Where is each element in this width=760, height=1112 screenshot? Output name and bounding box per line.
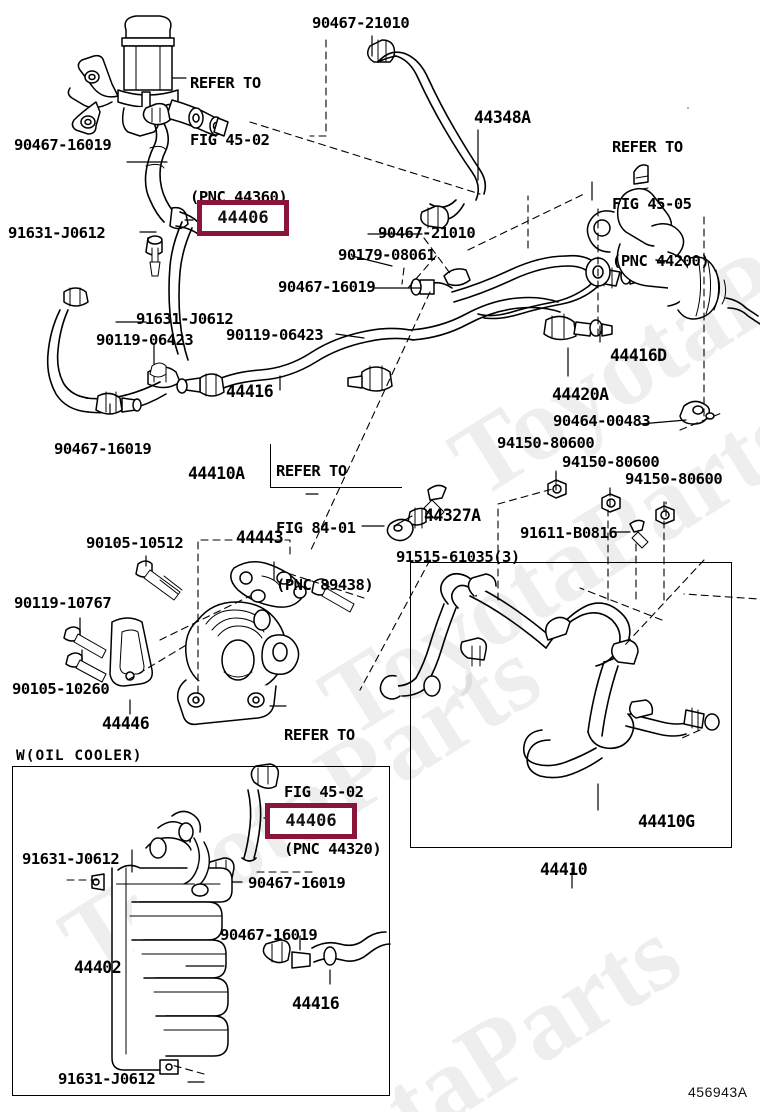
oil-cooler-assembly bbox=[91, 763, 391, 1075]
part-label-94150-80600-c: 94150-80600 bbox=[625, 470, 723, 488]
highlighted-part-44406-main[interactable]: 44406 bbox=[197, 200, 289, 236]
refer-84-01-bracket bbox=[270, 444, 402, 488]
refer-line-3: (PNC 44200) bbox=[612, 252, 710, 270]
part-label-90467-21010: 90467-21010 bbox=[312, 14, 410, 32]
part-label-91631-J0612: 91631-J0612 bbox=[8, 224, 106, 242]
part-label-44402: 44402 bbox=[74, 958, 122, 977]
refer-line-1: REFER TO bbox=[190, 74, 261, 92]
part-label-91611-B0816: 91611-B0816 bbox=[520, 524, 618, 542]
part-label-44416D: 44416D bbox=[610, 346, 667, 365]
part-label-90467-16019-lowleft: 90467-16019 bbox=[54, 440, 152, 458]
bolts-middle bbox=[63, 560, 355, 683]
refer-line-2: FIG 84-01 bbox=[276, 519, 356, 537]
refer-line-2: FIG 45-02 bbox=[284, 783, 364, 801]
part-label-44410: 44410 bbox=[540, 860, 588, 879]
highlight-part-number: 44406 bbox=[217, 208, 269, 228]
part-label-94150-80600-a: 94150-80600 bbox=[497, 434, 595, 452]
part-label-90467-16019: 90467-16019 bbox=[14, 136, 112, 154]
part-label-91631-J0612-inset-top: 91631-J0612 bbox=[22, 850, 120, 868]
reservoir-assembly bbox=[67, 15, 229, 137]
part-label-90467-16019-inset-top: 90467-16019 bbox=[248, 874, 346, 892]
part-label-44443: 44443 bbox=[236, 528, 284, 547]
part-label-44416: 44416 bbox=[226, 382, 274, 401]
refer-to-block-fig-45-02-vane: REFER TO FIG 45-02 (PNC 44320) bbox=[284, 688, 382, 897]
part-label-90119-06423-right: 90119-06423 bbox=[226, 326, 324, 344]
part-label-90119-06423-left: 90119-06423 bbox=[96, 331, 194, 349]
inset-frame-oil-cooler bbox=[12, 766, 390, 1096]
vane-pump-assembly bbox=[176, 601, 300, 726]
refer-to-block-fig-84-01-tank: REFER TO FIG 84-01 (PNC 89438) bbox=[276, 424, 374, 633]
part-label-90105-10260: 90105-10260 bbox=[12, 680, 110, 698]
part-label-90467-21010-lower: 90467-21010 bbox=[378, 224, 476, 242]
highlight-part-number: 44406 bbox=[285, 811, 337, 831]
fitting-90464-00483 bbox=[679, 400, 715, 425]
plate-44446 bbox=[109, 617, 153, 687]
refer-line-1: REFER TO bbox=[284, 726, 355, 744]
part-label-44416-inset: 44416 bbox=[292, 994, 340, 1013]
hose-44406 bbox=[46, 102, 199, 415]
highlighted-part-44406-inset[interactable]: 44406 bbox=[265, 803, 357, 839]
part-label-90464-00483: 90464-00483 bbox=[553, 412, 651, 430]
part-label-90179-08061: 90179-08061 bbox=[338, 246, 436, 264]
part-label-90105-10512: 90105-10512 bbox=[86, 534, 184, 552]
refer-line-3: (PNC 44320) bbox=[284, 840, 382, 858]
part-label-44420A: 44420A bbox=[552, 385, 609, 404]
fitting-44410A bbox=[386, 484, 447, 542]
refer-line-3: (PNC 89438) bbox=[276, 576, 374, 594]
refer-line-1: REFER TO bbox=[276, 462, 347, 480]
nuts-94150-80600 bbox=[547, 479, 675, 525]
steering-gear-assembly bbox=[585, 164, 760, 325]
inset-title-oil-cooler: W(OIL COOLER) bbox=[16, 748, 143, 764]
part-label-91631-J0612-mid: 91631-J0612 bbox=[136, 310, 234, 328]
part-label-90467-16019-inset-low: 90467-16019 bbox=[220, 926, 318, 944]
part-label-90467-16019-mid: 90467-16019 bbox=[278, 278, 376, 296]
part-label-91631-J0612-inset-bot: 91631-J0612 bbox=[58, 1070, 156, 1088]
refer-to-block-fig-45-02-pump: REFER TO FIG 45-02 (PNC 44360) bbox=[190, 36, 288, 245]
refer-line-1: REFER TO bbox=[612, 138, 683, 156]
refer-line-2: FIG 45-02 bbox=[190, 131, 270, 149]
pipe-44410-assembly bbox=[379, 572, 720, 779]
hose-44348A bbox=[367, 39, 487, 229]
part-label-91515-61035: 91515-61035(3) bbox=[396, 548, 520, 566]
inset-frame-44410 bbox=[410, 562, 732, 848]
part-label-94150-80600-b: 94150-80600 bbox=[562, 453, 660, 471]
part-label-44446: 44446 bbox=[102, 714, 150, 733]
refer-to-block-fig-45-05-gear: REFER TO FIG 45-05 (PNC 44200) bbox=[612, 100, 710, 309]
pipe-44416 bbox=[149, 296, 613, 397]
bracket-44443 bbox=[230, 561, 307, 608]
part-label-44327A: 44327A bbox=[424, 506, 481, 525]
part-label-44410A: 44410A bbox=[188, 464, 245, 483]
part-label-44410G: 44410G bbox=[638, 812, 695, 831]
figure-code: 456943A bbox=[688, 1084, 748, 1100]
bolt-91611-B0816 bbox=[629, 519, 649, 549]
refer-line-2: FIG 45-05 bbox=[612, 195, 692, 213]
part-label-44348A: 44348A bbox=[474, 108, 531, 127]
part-label-90119-10767: 90119-10767 bbox=[14, 594, 112, 612]
